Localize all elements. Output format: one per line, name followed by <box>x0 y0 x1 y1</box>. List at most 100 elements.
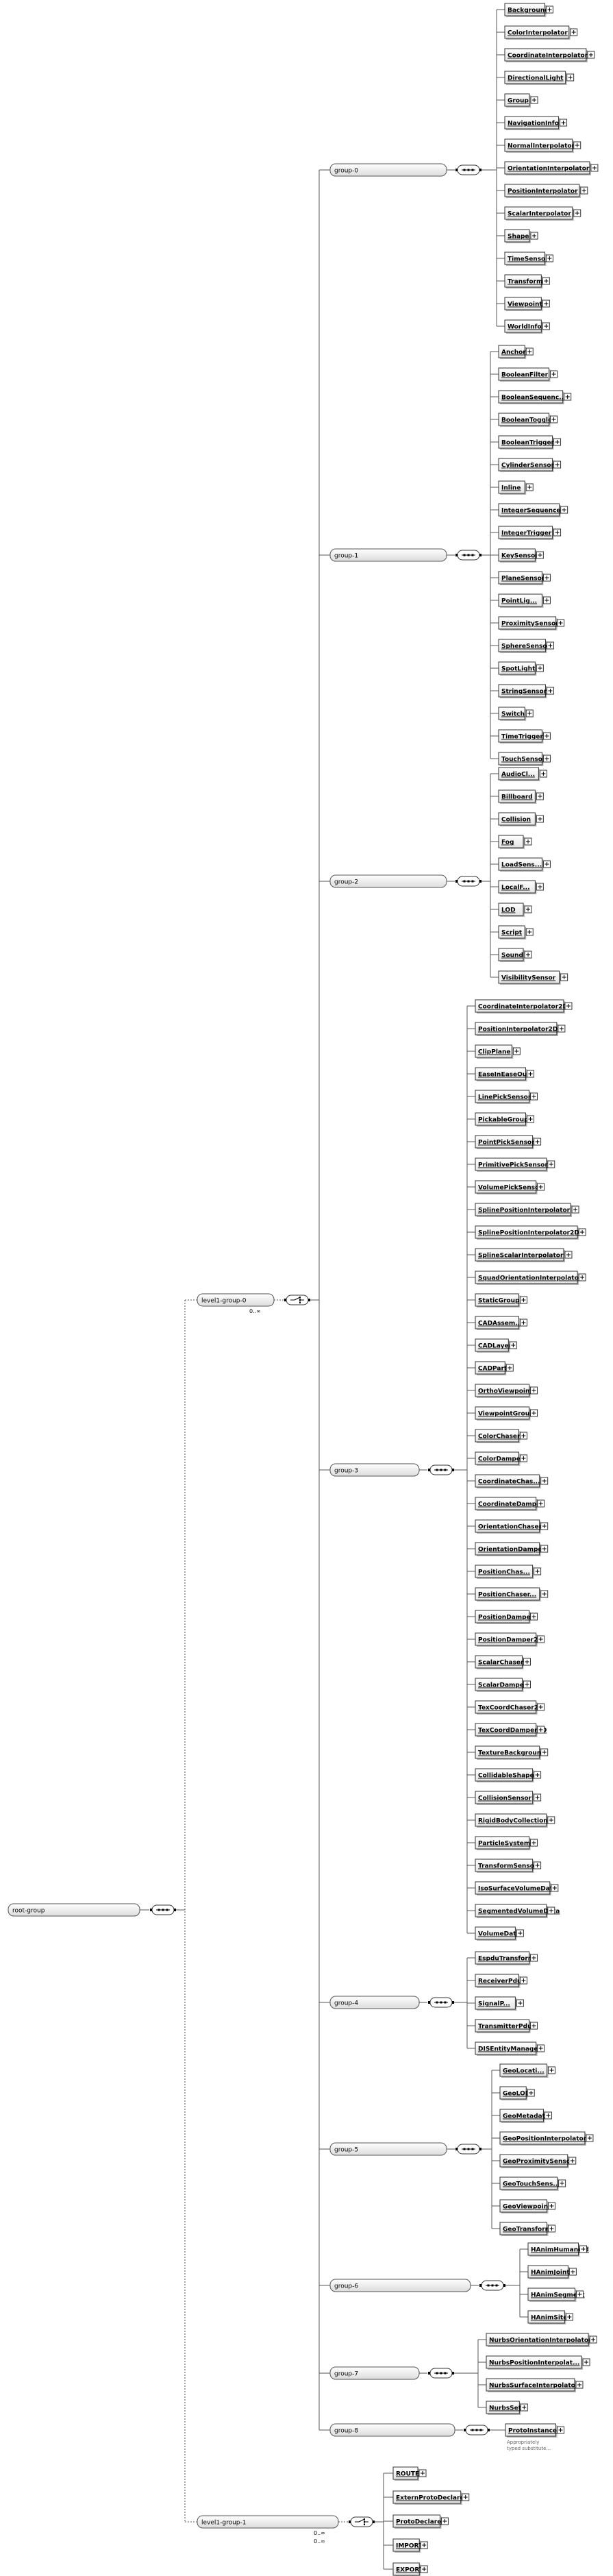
expand-icon[interactable] <box>525 709 534 717</box>
element-coordinatechas[interactable]: CoordinateChas... <box>475 1474 549 1488</box>
element-cadlayer[interactable]: CADLayer <box>475 1338 517 1353</box>
element-texturebackground[interactable]: TextureBackground <box>475 1745 549 1760</box>
element-sound[interactable]: Sound <box>498 948 532 962</box>
element-integersequencer[interactable]: IntegerSequencer <box>498 503 568 517</box>
expand-icon[interactable] <box>565 2313 573 2321</box>
element-orientationdamper[interactable]: OrientationDamper <box>475 1542 549 1556</box>
expand-icon[interactable] <box>553 461 562 469</box>
element-viewpointgroup[interactable]: ViewpointGroup <box>475 1406 538 1421</box>
element-cylindersensor[interactable]: CylinderSensor <box>498 458 562 472</box>
expand-icon[interactable] <box>536 551 544 559</box>
element-inline[interactable]: Inline <box>498 480 534 495</box>
expand-icon[interactable] <box>553 528 562 537</box>
element-orientationchaser[interactable]: OrientationChaser <box>475 1519 549 1534</box>
expand-icon[interactable] <box>575 2290 584 2298</box>
element-splinepositioninterpolator[interactable]: SplinePositionInterpolator <box>475 1203 579 1217</box>
element-protodeclare[interactable]: ProtoDeclare <box>392 2514 449 2529</box>
element-nurbspositioninterpolat[interactable]: NurbsPositionInterpolat... <box>486 2355 590 2370</box>
element-pickablegroup[interactable]: PickableGroup <box>475 1112 535 1127</box>
element-booleansequenc[interactable]: BooleanSequenc... <box>498 390 572 404</box>
element-timesensor[interactable]: TimeSensor <box>504 252 553 266</box>
expand-icon[interactable] <box>566 73 575 82</box>
element-protoinstance[interactable]: ProtoInstance <box>505 2423 565 2438</box>
element-import[interactable]: IMPORT <box>392 2538 428 2553</box>
expand-icon[interactable] <box>540 1522 549 1530</box>
element-geometadata[interactable]: GeoMetadata <box>499 2109 552 2123</box>
expand-icon[interactable] <box>542 299 550 308</box>
element-hanimhumanoid[interactable]: HAnimHumanoid <box>527 2242 589 2257</box>
element-orientationinterpolator[interactable]: OrientationInterpolator <box>504 161 599 175</box>
element-clipplane[interactable]: ClipPlane <box>475 1044 521 1059</box>
expand-icon[interactable] <box>537 1499 545 1508</box>
expand-icon[interactable] <box>557 619 565 627</box>
expand-icon[interactable] <box>519 1432 527 1440</box>
element-rigidbodycollection[interactable]: RigidBodyCollection <box>475 1813 555 1828</box>
expand-icon[interactable] <box>524 950 532 959</box>
element-easeineaseout[interactable]: EaseInEaseOut <box>475 1067 535 1081</box>
element-transformsensor[interactable]: TransformSensor <box>475 1859 542 1873</box>
true[interactable]: level1-group-1 <box>197 2515 339 2529</box>
element-colordamper[interactable]: ColorDamper <box>475 1451 527 1466</box>
expand-icon[interactable] <box>527 1070 535 1078</box>
expand-icon[interactable] <box>530 96 538 104</box>
expand-icon[interactable] <box>536 792 544 800</box>
element-group[interactable]: Group <box>504 93 538 108</box>
expand-icon[interactable] <box>534 1861 542 1869</box>
element-squadorientationinterpolator[interactable]: SquadOrientationInterpolator <box>475 1271 586 1285</box>
expand-icon[interactable] <box>586 2134 594 2142</box>
expand-icon[interactable] <box>582 2358 590 2366</box>
element-segmentedvolumedata[interactable]: SegmentedVolumeData <box>475 1904 560 1918</box>
expand-icon[interactable] <box>580 186 588 195</box>
element-collisionsensor[interactable]: CollisionSensor <box>475 1791 542 1805</box>
element-spotlight[interactable]: SpotLight <box>498 661 544 676</box>
element-geolocati[interactable]: GeoLocati... <box>499 2063 555 2078</box>
element-planesensor[interactable]: PlaneSensor <box>498 571 551 585</box>
expand-icon[interactable] <box>530 1386 538 1395</box>
element-nurbsset[interactable]: NurbsSet <box>486 2401 528 2415</box>
element-espdutransform[interactable]: EspduTransform <box>475 1951 538 1965</box>
element-geopositioninterpolator[interactable]: GeoPositionInterpolator <box>499 2131 594 2146</box>
expand-icon[interactable] <box>573 141 581 149</box>
expand-icon[interactable] <box>418 2469 427 2477</box>
expand-icon[interactable] <box>564 1251 573 1259</box>
element-keysensor[interactable]: KeySensor <box>498 548 544 563</box>
expand-icon[interactable] <box>560 506 568 514</box>
expand-icon[interactable] <box>530 1092 538 1101</box>
expand-icon[interactable] <box>542 860 551 868</box>
expand-icon[interactable] <box>525 928 534 936</box>
expand-icon[interactable] <box>420 2565 428 2573</box>
element-geotransform[interactable]: GeoTransform <box>499 2222 555 2236</box>
expand-icon[interactable] <box>575 2381 584 2389</box>
element-hanimsite[interactable]: HAnimSite <box>527 2310 573 2324</box>
expand-icon[interactable] <box>537 2044 545 2052</box>
element-proximitysensor[interactable]: ProximitySensor <box>498 616 565 630</box>
element-volumepicksensor[interactable]: VolumePickSensor <box>475 1180 545 1194</box>
element-geoviewpoint[interactable]: GeoViewpoint <box>499 2199 555 2213</box>
element-colorinterpolator[interactable]: ColorInterpolator <box>504 25 578 40</box>
expand-icon[interactable] <box>542 277 550 285</box>
element-pointlig[interactable]: PointLig... <box>498 593 551 608</box>
element-positiondamper2d[interactable]: PositionDamper2D <box>475 1632 545 1647</box>
element-export[interactable]: EXPORT <box>392 2562 428 2576</box>
expand-icon[interactable] <box>547 2224 555 2233</box>
true[interactable]: level1-group-0 <box>197 1293 275 1307</box>
expand-icon[interactable] <box>534 1138 542 1146</box>
element-particlesystem[interactable]: ParticleSystem <box>475 1836 538 1850</box>
expand-icon[interactable] <box>534 1771 542 1779</box>
element-billboard[interactable]: Billboard <box>498 789 544 804</box>
element-geotouchsens[interactable]: GeoTouchSens... <box>499 2176 566 2191</box>
expand-icon[interactable] <box>530 1612 538 1621</box>
element-navigationinfo[interactable]: NavigationInfo <box>504 116 568 130</box>
expand-icon[interactable] <box>551 1884 559 1892</box>
element-background[interactable]: Background <box>504 3 553 17</box>
expand-icon[interactable] <box>509 1341 517 1349</box>
element-script[interactable]: Script <box>498 925 534 940</box>
element-disentitymanager[interactable]: DISEntityManager <box>475 2041 545 2056</box>
expand-icon[interactable] <box>530 1409 538 1417</box>
element-viewpoint[interactable]: Viewpoint <box>504 297 550 311</box>
element-cadpart[interactable]: CADPart <box>475 1361 514 1375</box>
element-scalarchaser[interactable]: ScalarChaser <box>475 1655 531 1669</box>
expand-icon[interactable] <box>519 1296 527 1304</box>
expand-icon[interactable] <box>536 815 544 823</box>
expand-icon[interactable] <box>530 1954 538 1962</box>
